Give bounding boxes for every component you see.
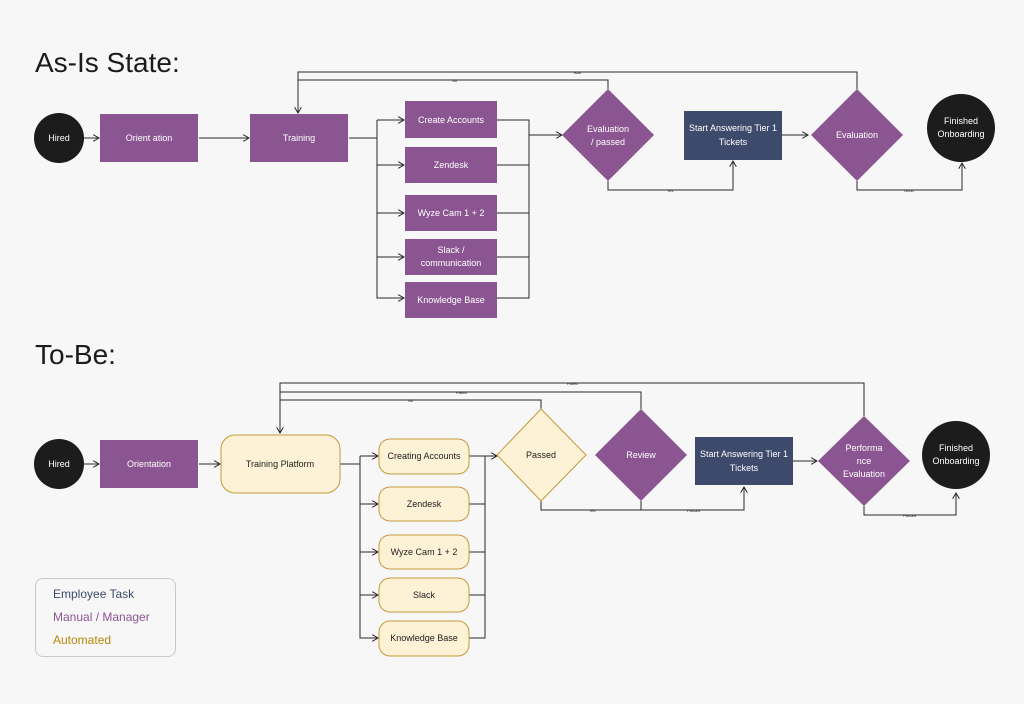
as-is-edge-yes: Yes: [667, 188, 674, 193]
to-be-wyze-label: Wyze Cam 1 + 2: [391, 547, 458, 557]
to-be-start-answering-node: [695, 437, 793, 485]
to-be-connectors: [84, 382, 956, 638]
to-be-edge-passed-eval: Passed: [903, 513, 916, 518]
as-is-start-answering-label-1: Start Answering Tier 1: [689, 123, 777, 133]
as-is-edge-no: No: [452, 78, 458, 83]
to-be-review-label: Review: [626, 450, 656, 460]
to-be-edge-failed: Failed: [456, 390, 467, 395]
as-is-edge-bad: Bad: [574, 70, 581, 75]
to-be-performance-evaluation-label-2: nce: [857, 456, 872, 466]
as-is-title: As-Is State:: [35, 47, 180, 78]
to-be-zendesk-node: [378, 486, 470, 522]
to-be-start-answering-label-2: Tickets: [730, 463, 759, 473]
to-be-hired-label: Hired: [48, 459, 70, 469]
as-is-create-accounts-label: Create Accounts: [418, 115, 485, 125]
legend: Employee Task Manual / Manager Automated: [35, 578, 176, 657]
as-is-finished-label-2: Onboarding: [937, 129, 984, 139]
as-is-start-answering-label-2: Tickets: [719, 137, 748, 147]
to-be-passed-label: Passed: [526, 450, 556, 460]
as-is-wyze-node: [405, 195, 497, 231]
to-be-edge-failed-top: Failed: [567, 381, 578, 386]
as-is-knowledge-base-label: Knowledge Base: [417, 295, 485, 305]
to-be-knowledge-base-node: [378, 620, 470, 657]
to-be-knowledge-base-label: Knowledge Base: [390, 633, 458, 643]
to-be-wyze-node: [378, 534, 470, 570]
as-is-slack-node: [405, 239, 497, 275]
to-be-finished-label-1: Finished: [939, 443, 973, 453]
as-is-wyze-label: Wyze Cam 1 + 2: [418, 208, 485, 218]
as-is-evaluation-label: Evaluation: [836, 130, 878, 140]
as-is-orientation-node: [100, 114, 198, 162]
to-be-performance-evaluation-decision: [818, 416, 910, 506]
to-be-passed-decision: [496, 408, 587, 502]
as-is-evaluation-passed-label-2: / passed: [591, 137, 625, 147]
as-is-finished-node: [927, 94, 995, 162]
as-is-slack-label-1: Slack /: [437, 245, 465, 255]
to-be-finished-node: [922, 421, 990, 489]
as-is-evaluation-passed-decision: [562, 89, 654, 181]
as-is-zendesk-node: [405, 147, 497, 183]
to-be-creating-accounts-label: Creating Accounts: [387, 451, 461, 461]
to-be-hired-node: [34, 439, 84, 489]
to-be-edge-passed-review: Passed: [687, 508, 700, 513]
to-be-performance-evaluation-label-1: Performa: [845, 443, 882, 453]
legend-employee-task: Employee Task: [53, 587, 135, 601]
to-be-edge-no: No: [408, 398, 414, 403]
as-is-evaluation-decision: [811, 89, 903, 181]
to-be-title: To-Be:: [35, 339, 116, 370]
as-is-edge-good: Good: [904, 188, 914, 193]
to-be-review-decision: [595, 409, 687, 501]
to-be-slack-label: Slack: [413, 590, 436, 600]
as-is-create-accounts-node: [405, 101, 497, 138]
as-is-training-node: [250, 114, 348, 162]
to-be-slack-node: [378, 577, 470, 613]
as-is-knowledge-base-node: [405, 282, 497, 318]
as-is-training-label: Training: [283, 133, 315, 143]
to-be-training-platform-label: Training Platform: [246, 459, 314, 469]
as-is-connectors: [84, 71, 962, 298]
as-is-zendesk-label: Zendesk: [434, 160, 469, 170]
as-is-orientation-label: Orient ation: [126, 133, 173, 143]
to-be-zendesk-label: Zendesk: [407, 499, 442, 509]
as-is-slack-label-2: communication: [421, 258, 482, 268]
to-be-orientation-label: Orientation: [127, 459, 171, 469]
legend-automated: Automated: [53, 633, 112, 647]
to-be-edge-yes: Yes: [589, 508, 596, 513]
as-is-finished-label-1: Finished: [944, 116, 978, 126]
as-is-evaluation-passed-label-1: Evaluation: [587, 124, 629, 134]
legend-manual-manager: Manual / Manager: [53, 610, 150, 624]
as-is-hired-label: Hired: [48, 133, 70, 143]
to-be-start-answering-label-1: Start Answering Tier 1: [700, 449, 788, 459]
to-be-orientation-node: [100, 440, 198, 488]
to-be-performance-evaluation-label-3: Evaluation: [843, 469, 885, 479]
as-is-start-answering-node: [684, 111, 782, 160]
to-be-creating-accounts-node: [378, 438, 470, 475]
to-be-training-platform-node: [220, 434, 341, 494]
as-is-hired-node: [34, 113, 84, 163]
to-be-finished-label-2: Onboarding: [932, 456, 979, 466]
